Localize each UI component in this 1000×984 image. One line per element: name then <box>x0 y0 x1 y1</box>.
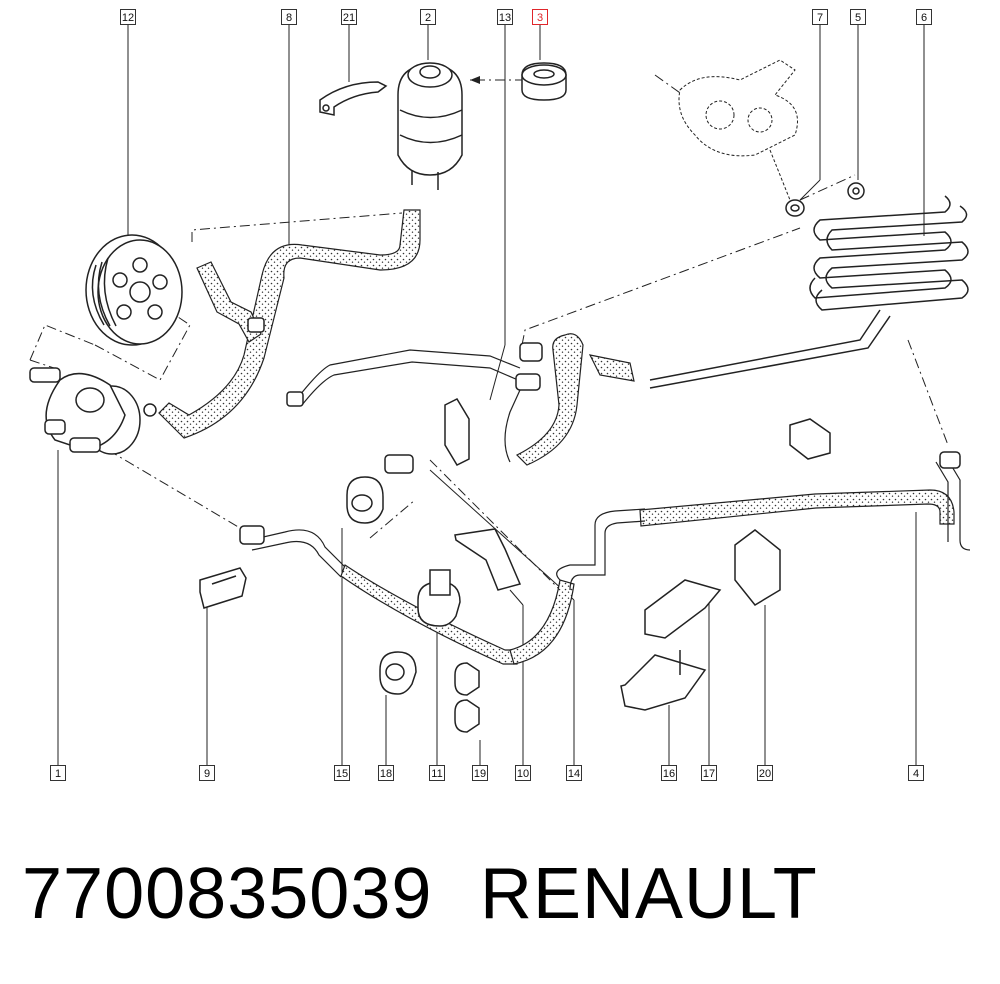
cooler-part-6 <box>649 195 969 389</box>
pump-part-1 <box>29 367 157 455</box>
washer-part-7 <box>785 199 805 217</box>
callout-16: 16 <box>661 765 677 781</box>
callout-3: 3 <box>532 9 548 25</box>
callout-18: 18 <box>378 765 394 781</box>
callout-1: 1 <box>50 765 66 781</box>
callout-13: 13 <box>497 9 513 25</box>
callout-7: 7 <box>812 9 828 25</box>
callout-10: 10 <box>515 765 531 781</box>
bracket-part-21 <box>319 81 388 116</box>
callout-21: 21 <box>341 9 357 25</box>
steering-rack <box>678 59 798 201</box>
callout-17: 17 <box>701 765 717 781</box>
cap-part-3 <box>521 62 567 101</box>
metal-lines <box>249 349 971 591</box>
callout-2: 2 <box>420 9 436 25</box>
callout-11: 11 <box>429 765 445 781</box>
clip-unlabeled <box>789 418 831 460</box>
fittings <box>239 317 961 545</box>
reservoir-part-2 <box>397 62 463 190</box>
callout-8: 8 <box>281 9 297 25</box>
bracket-part-16 <box>620 650 707 711</box>
callout-19: 19 <box>472 765 488 781</box>
bracket-part-13 <box>444 398 470 466</box>
callout-5: 5 <box>850 9 866 25</box>
clip-part-15 <box>346 476 384 524</box>
callout-12: 12 <box>120 9 136 25</box>
clip-part-9 <box>199 567 247 609</box>
callout-4: 4 <box>908 765 924 781</box>
callout-9: 9 <box>199 765 215 781</box>
clip-part-19 <box>454 662 480 733</box>
clip-part-11 <box>417 569 461 627</box>
bracket-part-17 <box>644 579 722 639</box>
pulley-part-12 <box>85 234 183 346</box>
hoses <box>158 209 955 665</box>
assembly-lines <box>29 74 949 591</box>
bracket-part-10 <box>454 528 522 591</box>
clip-part-18 <box>379 651 417 695</box>
brand-name: RENAULT <box>480 854 818 934</box>
bracket-part-20 <box>734 529 781 606</box>
callout-6: 6 <box>916 9 932 25</box>
callout-15: 15 <box>334 765 350 781</box>
washer-part-5 <box>847 182 865 200</box>
callout-14: 14 <box>566 765 582 781</box>
part-number: 7700835039 <box>22 854 433 934</box>
leader-lines <box>57 25 925 765</box>
callout-20: 20 <box>757 765 773 781</box>
